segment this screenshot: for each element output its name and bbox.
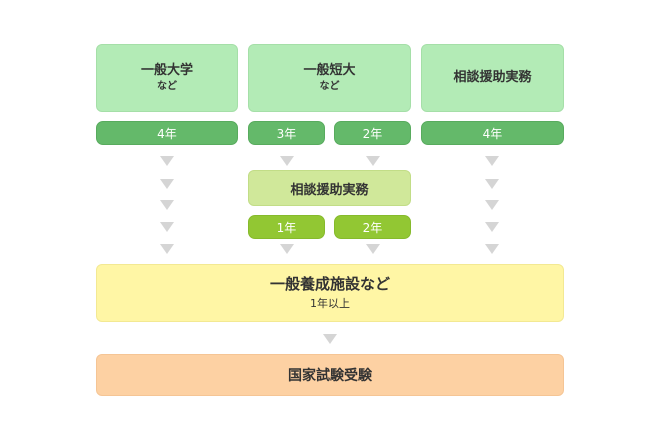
route-junior-college-title: 一般短大 xyxy=(303,63,356,78)
down-arrow-icon xyxy=(485,200,499,210)
down-arrow-icon xyxy=(160,179,174,189)
down-arrow-icon xyxy=(485,179,499,189)
practice-direct-years-bar: 4年 xyxy=(421,121,564,145)
down-arrow-icon xyxy=(485,156,499,166)
down-arrow-icon xyxy=(366,156,380,166)
down-arrow-icon xyxy=(160,244,174,254)
route-university-box: 一般大学 など xyxy=(96,44,238,112)
training-facility-title: 一般養成施設など xyxy=(269,275,390,293)
training-facility-duration: 1年以上 xyxy=(310,297,350,310)
down-arrow-icon xyxy=(160,200,174,210)
route-university-title: 一般大学 xyxy=(140,63,193,78)
down-arrow-icon xyxy=(323,334,337,344)
route-junior-college-box: 一般短大 など xyxy=(248,44,411,112)
down-arrow-icon xyxy=(280,244,294,254)
down-arrow-icon xyxy=(485,222,499,232)
route-junior-college-subtitle: など xyxy=(319,81,340,92)
route-university-subtitle: など xyxy=(157,81,177,92)
route-practice-direct-title: 相談援助実務 xyxy=(453,70,532,85)
junior-college-years-bar-a: 3年 xyxy=(248,121,325,145)
intermediate-practice-box: 相談援助実務 xyxy=(248,170,411,206)
intermediate-practice-years-bar-b: 2年 xyxy=(334,215,411,239)
route-practice-direct-box: 相談援助実務 xyxy=(421,44,564,112)
national-exam-box: 国家試験受験 xyxy=(96,354,564,396)
down-arrow-icon xyxy=(160,156,174,166)
down-arrow-icon xyxy=(366,244,380,254)
down-arrow-icon xyxy=(160,222,174,232)
junior-college-years-bar-b: 2年 xyxy=(334,121,411,145)
down-arrow-icon xyxy=(280,156,294,166)
intermediate-practice-years-bar-a: 1年 xyxy=(248,215,325,239)
university-years-bar: 4年 xyxy=(96,121,238,145)
training-facility-box: 一般養成施設など 1年以上 xyxy=(96,264,564,322)
intermediate-practice-title: 相談援助実務 xyxy=(290,182,369,198)
national-exam-title: 国家試験受験 xyxy=(288,368,372,384)
down-arrow-icon xyxy=(485,244,499,254)
